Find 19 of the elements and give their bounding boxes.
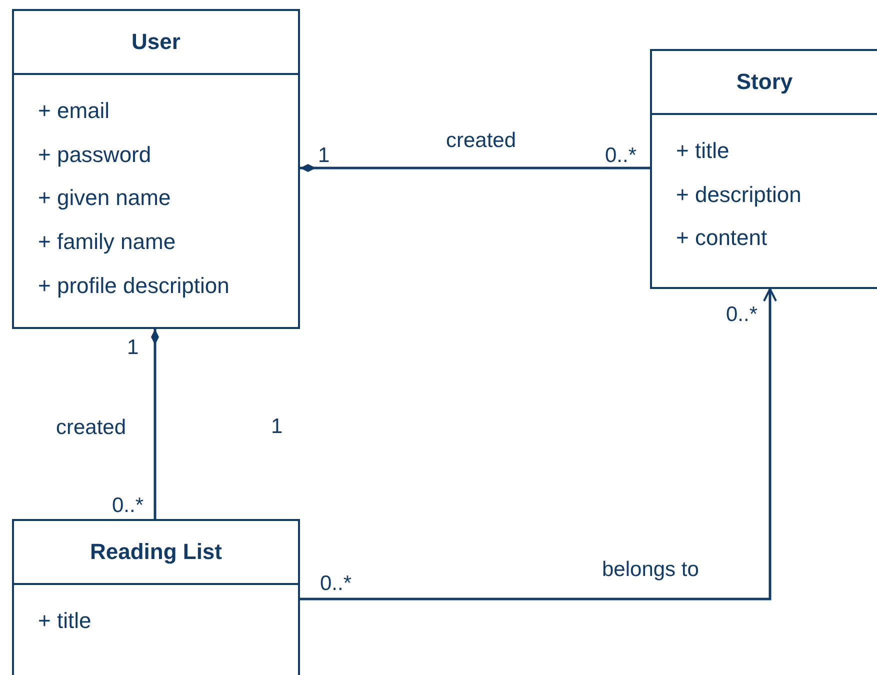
attribute-text: + given name	[38, 185, 171, 212]
class-name: Reading List	[90, 539, 222, 565]
association-line	[151, 329, 159, 519]
attribute-text: + profile description	[38, 272, 230, 299]
attribute-text: + title	[676, 138, 730, 164]
class-box	[12, 9, 300, 329]
attribute-text: + title	[38, 608, 92, 634]
attribute-text: + email	[38, 98, 110, 124]
attribute-text: + content	[676, 225, 768, 251]
attribute-text: + family name	[38, 229, 176, 256]
class-name: Story	[736, 69, 793, 95]
edge-label: belongs to	[602, 559, 699, 580]
class-name: User	[132, 29, 180, 55]
class-box	[12, 519, 300, 675]
class-box	[650, 49, 877, 289]
association-line	[300, 164, 650, 172]
attribute-text: + description	[676, 182, 802, 208]
association-line	[300, 288, 777, 600]
attribute-text: + password	[38, 142, 152, 168]
